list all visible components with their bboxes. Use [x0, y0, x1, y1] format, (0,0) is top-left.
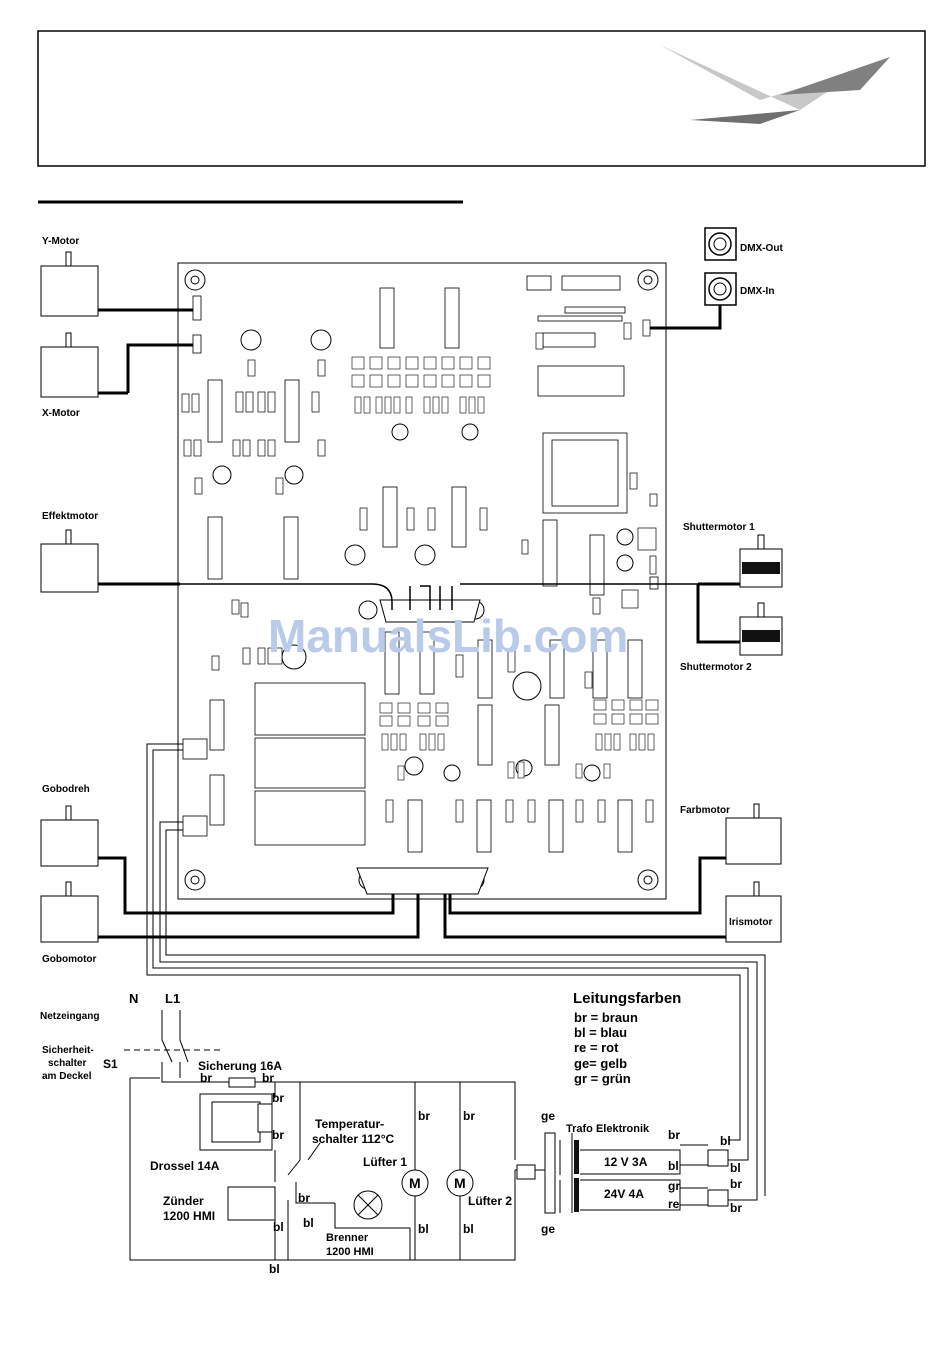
- label-x-motor: X-Motor: [42, 408, 80, 419]
- header-box: [37, 30, 926, 167]
- label-24v: 24V 4A: [604, 1187, 644, 1201]
- motor-effekt-icon: [40, 529, 99, 593]
- legend-item: br = braun: [574, 1010, 638, 1025]
- label-brenner-2: 1200 HMI: [326, 1246, 374, 1258]
- label-trafo: Trafo Elektronik: [566, 1123, 650, 1135]
- label-dmx-in: DMX-In: [740, 286, 774, 297]
- legend-item: ge= gelb: [574, 1056, 627, 1071]
- label-drossel: Drossel 14A: [150, 1159, 220, 1173]
- label-zuender-1: Zünder: [163, 1194, 204, 1208]
- wire-label: br: [418, 1109, 430, 1123]
- motor-gobodreh-icon: [40, 805, 99, 867]
- dmx-in-connector-icon: [704, 272, 737, 306]
- wire-label: ge: [541, 1109, 555, 1123]
- motor-iris-icon: [725, 881, 782, 943]
- drossel-icon: [199, 1093, 273, 1151]
- zuender-box: [227, 1186, 276, 1221]
- terminal-blocks: [516, 1149, 729, 1207]
- label-netzeingang: Netzeingang: [40, 1011, 99, 1022]
- wire-label: br: [298, 1191, 310, 1205]
- label-y-motor: Y-Motor: [42, 236, 79, 247]
- motor-y-icon: [40, 251, 99, 317]
- legend-title: Leitungsfarben: [573, 990, 681, 1007]
- wire-label: re: [668, 1197, 680, 1211]
- label-shuttermotor-1: Shuttermotor 1: [683, 522, 755, 533]
- label-s1: S1: [103, 1057, 118, 1071]
- wire-label: ge: [541, 1222, 555, 1236]
- label-safety-switch-3: am Deckel: [42, 1071, 92, 1082]
- label-sicherung: Sicherung 16A: [198, 1059, 282, 1073]
- wire-label: bl: [720, 1134, 731, 1148]
- wire-label: bl: [668, 1159, 679, 1173]
- wire-label: gr: [668, 1179, 680, 1193]
- wire-label: bl: [269, 1262, 280, 1276]
- wire-label: bl: [463, 1222, 474, 1236]
- motor-gobomotor-icon: [40, 881, 99, 943]
- power-wiring: [124, 1010, 708, 1261]
- label-brenner-1: Brenner: [326, 1232, 369, 1244]
- label-shuttermotor-2: Shuttermotor 2: [680, 662, 752, 673]
- label-temp-switch-2: schalter 112°C: [312, 1132, 395, 1146]
- wire-label: br: [463, 1109, 475, 1123]
- wire-color-legend: Leitungsfarben br = braun bl = blau re =…: [573, 990, 681, 1086]
- wire-label: br: [200, 1071, 212, 1085]
- fan-2-motor-symbol: M: [454, 1175, 466, 1191]
- motor-wires: [98, 305, 740, 939]
- transformer-core: [574, 1140, 579, 1212]
- fan-1-motor-symbol: M: [409, 1175, 421, 1191]
- wire-label: bl: [418, 1222, 429, 1236]
- label-dmx-out: DMX-Out: [740, 243, 783, 254]
- legend-item: gr = grün: [574, 1071, 631, 1086]
- legend-item: bl = blau: [574, 1025, 627, 1040]
- wire-label: br: [272, 1128, 284, 1142]
- shutter-motor-2-icon: [739, 602, 783, 656]
- wire-label: bl: [303, 1216, 314, 1230]
- label-l1: L1: [165, 991, 180, 1006]
- label-zuender-2: 1200 HMI: [163, 1209, 215, 1223]
- motor-x-icon: [40, 332, 99, 398]
- label-luefter-2: Lüfter 2: [468, 1194, 512, 1208]
- legend-item: re = rot: [574, 1040, 619, 1055]
- shutter-motor-1-icon: [739, 534, 783, 588]
- wire-label: br: [730, 1177, 742, 1191]
- label-irismotor: Irismotor: [729, 917, 772, 928]
- pcb-board: [177, 262, 667, 900]
- wire-label: br: [262, 1071, 274, 1085]
- label-luefter-1: Lüfter 1: [363, 1155, 407, 1169]
- label-n: N: [129, 991, 138, 1006]
- wire-label: br: [272, 1091, 284, 1105]
- watermark: ManualsLib.com: [268, 610, 628, 662]
- label-safety-switch-2: schalter: [48, 1058, 86, 1069]
- motor-farb-icon: [725, 803, 782, 865]
- wire-label: bl: [730, 1161, 741, 1175]
- label-safety-switch-1: Sicherheit-: [42, 1045, 94, 1056]
- logo-icon: [660, 45, 890, 124]
- dmx-out-connector-icon: [704, 227, 737, 261]
- label-12v: 12 V 3A: [604, 1155, 648, 1169]
- label-effektmotor: Effektmotor: [42, 511, 98, 522]
- label-gobodreh: Gobodreh: [42, 784, 90, 795]
- wire-label: bl: [273, 1220, 284, 1234]
- wire-label: br: [730, 1201, 742, 1215]
- signal-wires: [146, 743, 766, 1201]
- label-farbmotor: Farbmotor: [680, 805, 730, 816]
- label-gobomotor: Gobomotor: [42, 954, 97, 965]
- label-temp-switch-1: Temperatur-: [315, 1117, 384, 1131]
- pcb-traces: [98, 583, 698, 610]
- wire-label: br: [668, 1128, 680, 1142]
